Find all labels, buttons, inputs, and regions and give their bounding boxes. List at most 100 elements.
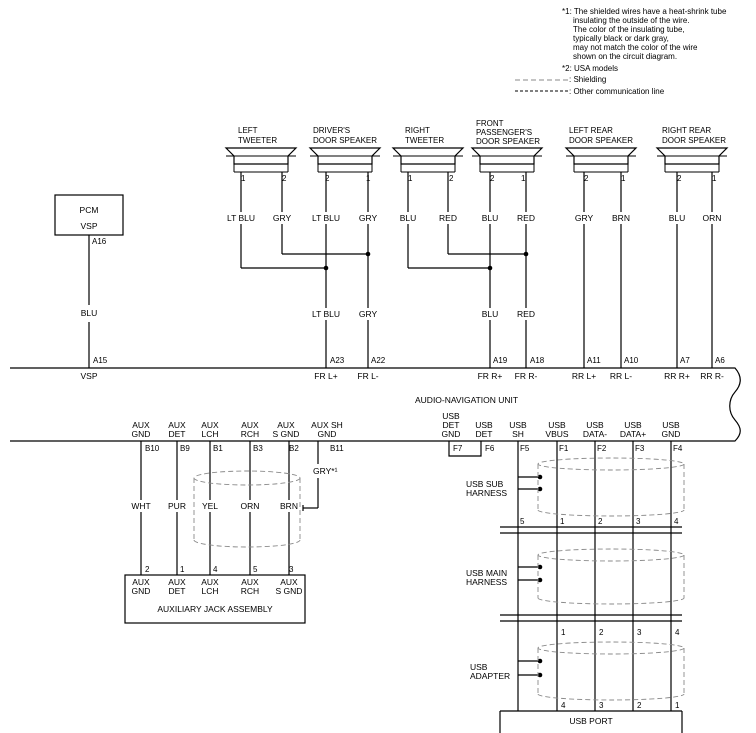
note-line-6: shown on the circuit diagram. [573,52,677,61]
speaker-name: DOOR SPEAKER [569,136,633,145]
speaker-name: RIGHT REAR [662,126,711,135]
pin-number: 1 [560,517,565,526]
terminal-name: DET [476,429,493,439]
speaker-name: RIGHT [405,126,430,135]
pcm-title: PCM [80,205,99,215]
speaker-name: DOOR SPEAKER [476,137,540,146]
terminal-name: AUX [241,577,259,587]
wire-color: PUR [168,501,186,511]
usb-sub-harness-label: USB SUB [466,479,504,489]
wire-color: RED [439,213,457,223]
wire-color: GRY [273,213,292,223]
audio-navigation-unit: AUDIO-NAVIGATION UNIT A15 A23 A22 A19 A1… [10,356,741,442]
pin-number: 1 [561,628,566,637]
pin-number: 1 [521,174,526,183]
notes-block: *1: The shielded wires have a heat-shrin… [515,7,727,96]
terminal-name: FR R- [515,371,538,381]
pin-number: 2 [490,174,495,183]
legend-comm-label: : Other communication line [569,87,665,96]
speaker-name: LEFT [238,126,258,135]
pin-number: 3 [636,517,641,526]
speaker-name: DRIVER'S [313,126,350,135]
usb-main-harness-label: HARNESS [466,577,507,587]
pin-number: 2 [449,174,454,183]
pin-number: A18 [530,356,545,365]
wire-color: RED [517,213,535,223]
pin-number: 2 [325,174,330,183]
wire-color: BLU [482,309,499,319]
pin-number: 2 [599,628,604,637]
pin-number: F4 [673,444,683,453]
terminal-name: GND [442,429,461,439]
pin-number: 3 [599,701,604,710]
wire-color: LT BLU [227,213,255,223]
terminal-name: AUX [241,420,259,430]
terminal-name: DATA+ [620,429,646,439]
pin-number: 1 [241,174,246,183]
pin-number: B3 [253,444,263,453]
speaker-front-passengers-door: FRONT PASSENGER'S DOOR SPEAKER [470,119,544,173]
terminal-name: DET [169,586,186,596]
usb-adapter-shield [537,641,685,701]
junction-dot [487,265,493,271]
pin-number: F1 [559,444,569,453]
pin-number: 5 [520,517,525,526]
terminal-name: SH [512,429,524,439]
speaker-name: DOOR SPEAKER [662,136,726,145]
wire-color: BLU [482,213,499,223]
usb-main-shield [537,548,685,605]
pin-number: 4 [674,517,679,526]
terminal-name: FR L- [357,371,378,381]
wire-color: RED [517,309,535,319]
terminal-name: AUX [168,577,186,587]
wire-color: GRY [359,309,378,319]
speaker-name: TWEETER [405,136,444,145]
pin-number: 1 [408,174,413,183]
speaker-pin-numbers: 1 2 2 1 1 2 2 1 2 1 2 1 [241,174,717,183]
wire-color: BLU [669,213,686,223]
terminal-name: DET [443,420,460,430]
pin-number: 4 [213,565,218,574]
junction-dot [365,251,371,257]
note-line-1: *1: The shielded wires have a heat-shrin… [562,7,727,16]
pin-number: 5 [253,565,258,574]
speaker-left-tweeter: LEFT TWEETER [224,126,298,173]
pin-number: 2 [598,517,603,526]
junction-dot [523,251,529,257]
pin-number: B9 [180,444,190,453]
aux-jack-box [124,574,306,624]
terminal-name: GND [132,586,151,596]
pin-number: A11 [587,356,601,365]
speaker-left-rear-door: LEFT REAR DOOR SPEAKER [564,126,638,173]
note-line-3: The color of the insulating tube, [573,25,685,34]
pin-number: F6 [485,444,495,453]
terminal-name: AUX [201,420,219,430]
terminal-name: AUX [132,420,150,430]
terminal-name: RR L- [610,371,632,381]
auxiliary-jack-assembly: AUX GND AUX DET AUX LCH AUX RCH AUX S GN… [124,574,306,624]
pcm-terminal: VSP [80,221,97,231]
terminal-name: RR R- [700,371,724,381]
pin-number: A23 [330,356,345,365]
terminal-name: GND [132,429,151,439]
wire-color: BRN [612,213,630,223]
terminal-name: USB [586,420,604,430]
pcm-box [54,194,124,236]
wire-color: ORN [241,501,260,511]
speaker-wire-colors: LT BLU GRY LT BLU GRY BLU RED BLU RED GR… [227,213,721,319]
terminal-name: USB [624,420,642,430]
wire-color: LT BLU [312,309,340,319]
terminal-name: RCH [241,429,259,439]
wire-color: BLU [81,308,98,318]
wire-color: YEL [202,501,218,511]
junction-dot [323,265,329,271]
terminal-name: DATA- [583,429,607,439]
speaker-name: PASSENGER'S [476,128,532,137]
terminal-name: USB [509,420,527,430]
terminal-name: AUX [201,577,219,587]
terminal-name: DET [169,429,186,439]
terminal-name: FR L+ [314,371,337,381]
speaker-name: DOOR SPEAKER [313,136,377,145]
terminal-name: USB [548,420,566,430]
